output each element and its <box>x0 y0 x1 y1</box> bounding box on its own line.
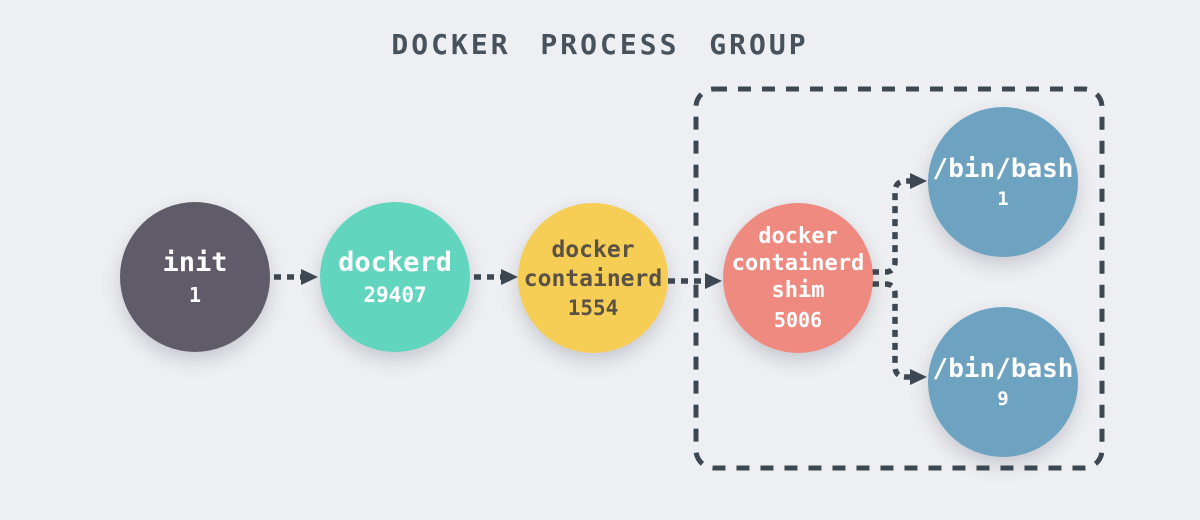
node-docker-containerd-label: docker containerd <box>523 237 663 292</box>
node-bin-bash-1: /bin/bash 1 <box>928 107 1078 257</box>
node-bin-bash-9-label: /bin/bash <box>932 353 1074 384</box>
node-init: init 1 <box>120 202 270 352</box>
node-dockerd-label: dockerd <box>338 247 452 279</box>
node-docker-containerd: docker containerd 1554 <box>518 203 668 353</box>
edge-shim-bash9 <box>872 281 927 385</box>
node-docker-containerd-shim: docker containerd shim 5006 <box>723 203 873 353</box>
diagram-title: DOCKER PROCESS GROUP <box>391 28 809 61</box>
node-dockerd: dockerd 29407 <box>320 202 470 352</box>
node-docker-containerd-shim-pid: 5006 <box>773 307 823 332</box>
node-bin-bash-9-pid: 9 <box>997 388 1009 411</box>
node-dockerd-pid: 29407 <box>363 282 427 307</box>
edge-shim-bash1 <box>872 173 927 275</box>
node-init-label: init <box>162 247 228 279</box>
node-bin-bash-1-label: /bin/bash <box>932 153 1074 184</box>
node-docker-containerd-shim-label: docker containerd shim <box>731 224 865 303</box>
node-docker-containerd-pid: 1554 <box>567 295 619 320</box>
node-bin-bash-1-pid: 1 <box>997 188 1009 211</box>
node-bin-bash-9: /bin/bash 9 <box>928 307 1078 457</box>
node-init-pid: 1 <box>188 282 202 307</box>
